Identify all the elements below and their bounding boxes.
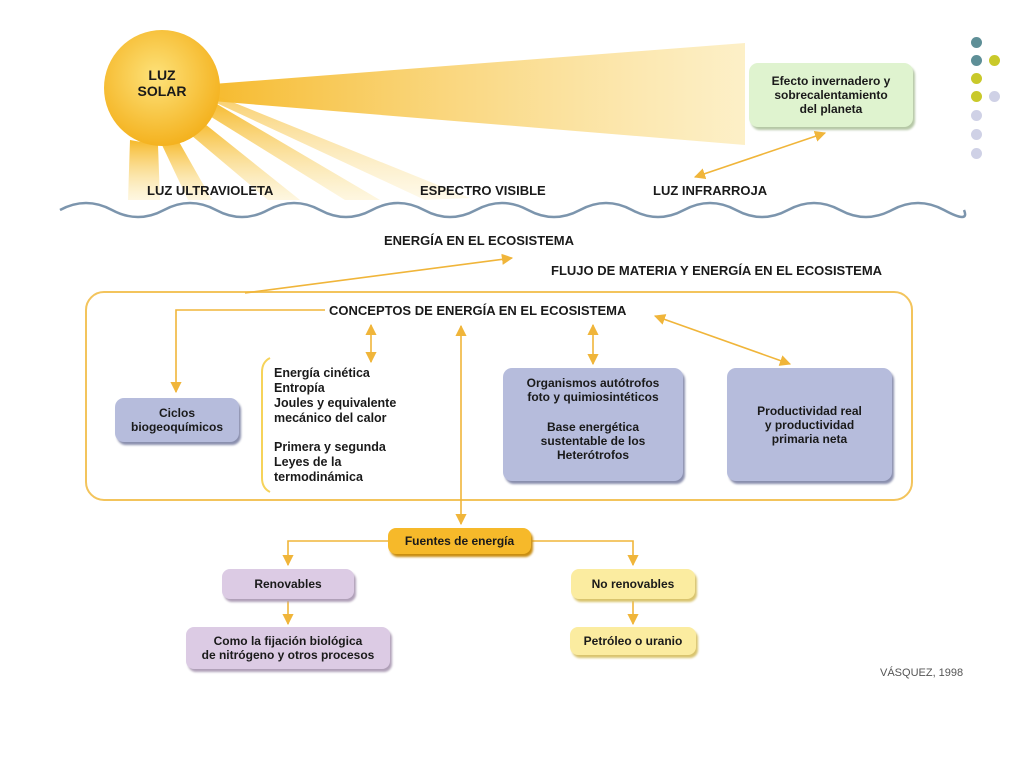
energy-terms-group2: Primera y segunda Leyes de la termodinám… xyxy=(274,440,386,484)
visible-spectrum-label: ESPECTRO VISIBLE xyxy=(420,183,546,198)
greenhouse-box: Efecto invernadero y sobrecalentamiento … xyxy=(749,63,913,127)
dot-icon xyxy=(971,110,982,121)
ray-down-3 xyxy=(185,120,300,200)
citation: VÁSQUEZ, 1998 xyxy=(880,667,964,679)
organisms-box: Organismos autótrofos foto y quimiosinté… xyxy=(503,368,683,481)
organisms-top-text: Organismos autótrofos foto y quimiosinté… xyxy=(526,376,660,404)
wave-line xyxy=(59,201,967,219)
dot-icon xyxy=(971,73,982,84)
arrow-sources-renewable xyxy=(282,540,388,567)
ray-down-1 xyxy=(128,140,160,200)
ray-horizontal xyxy=(200,43,745,145)
renewable-box: Renovables xyxy=(222,569,354,599)
dot-icon xyxy=(971,37,982,48)
dot-icon xyxy=(971,129,982,140)
bracket xyxy=(261,357,271,493)
ray-down-2 xyxy=(162,140,212,200)
sun-rays xyxy=(128,43,745,200)
nonrenewable-example-box: Petróleo o uranio xyxy=(570,627,696,655)
ray-down-4 xyxy=(200,100,380,200)
organisms-bottom-text: Base energética sustentable de los Heter… xyxy=(540,420,646,462)
dot-icon xyxy=(989,91,1000,102)
energy-sources-box: Fuentes de energía xyxy=(388,528,531,554)
sun-label: LUZ SOLAR xyxy=(137,67,187,99)
arrow-container-ecosystem xyxy=(244,253,514,294)
cycles-box: Ciclos biogeoquímicos xyxy=(115,398,239,442)
arrow-infrared-greenhouse xyxy=(693,130,827,180)
arrow-sources-nonrenewable xyxy=(532,540,639,567)
productivity-box: Productividad real y productividad prima… xyxy=(727,368,892,481)
sun-icon xyxy=(104,30,220,146)
arrow-concepts-productivity xyxy=(653,314,792,366)
ultraviolet-label: LUZ ULTRAVIOLETA xyxy=(147,183,274,198)
infrared-label: LUZ INFRARROJA xyxy=(653,183,768,198)
dot-icon xyxy=(989,55,1000,66)
concepts-title: CONCEPTOS DE ENERGÍA EN EL ECOSISTEMA xyxy=(325,303,631,318)
concepts-container xyxy=(85,291,913,501)
flow-title: FLUJO DE MATERIA Y ENERGÍA EN EL ECOSIST… xyxy=(551,263,883,278)
dot-icon xyxy=(971,55,982,66)
nonrenewable-box: No renovables xyxy=(571,569,695,599)
arrow-concepts-cycles xyxy=(170,309,325,394)
ecosystem-energy-label: ENERGÍA EN EL ECOSISTEMA xyxy=(384,233,574,248)
ray-down-5 xyxy=(210,95,470,200)
energy-terms-group1: Energía cinética Entropía Joules y equiv… xyxy=(274,366,397,425)
dot-icon xyxy=(971,148,982,159)
renewable-example-box: Como la fijación biológica de nitrógeno … xyxy=(186,627,390,669)
dot-icon xyxy=(971,91,982,102)
